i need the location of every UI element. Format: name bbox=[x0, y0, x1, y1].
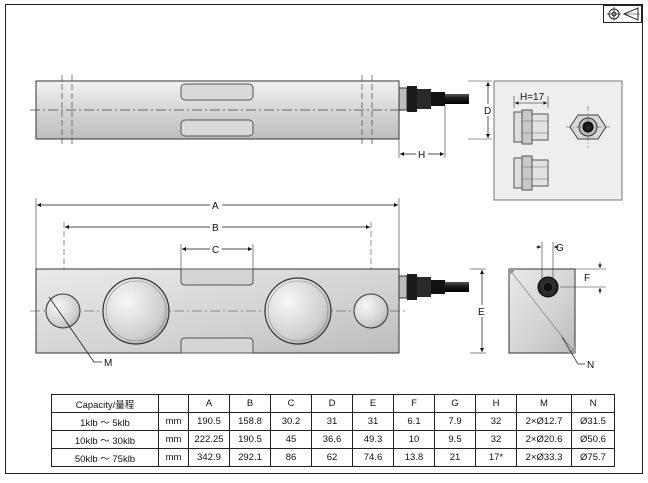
dimension-table: Capacity/量程 A B C D E F G H M N 1klb ～ 5… bbox=[51, 394, 615, 467]
header-unit bbox=[158, 394, 189, 413]
cell-b: 158.8 bbox=[229, 412, 271, 431]
dim-label-b: B bbox=[212, 223, 219, 234]
cell-capacity: 1klb ～ 5klb bbox=[51, 412, 159, 431]
cell-capacity: 10klb ～ 30klb bbox=[51, 430, 159, 449]
front-view-cable-gland bbox=[398, 274, 469, 300]
cell-c: 30.2 bbox=[270, 412, 312, 431]
cell-d: 62 bbox=[311, 448, 353, 467]
table-header-row: Capacity/量程 A B C D E F G H M N bbox=[51, 394, 615, 413]
top-view-slot-upper bbox=[180, 83, 254, 101]
dim-label-n: N bbox=[587, 360, 594, 371]
header-m: M bbox=[516, 394, 572, 413]
cell-n: Ø75.7 bbox=[571, 448, 615, 467]
header-b: B bbox=[229, 394, 271, 413]
cell-m: 2×Ø33.3 bbox=[516, 448, 572, 467]
header-n: N bbox=[571, 394, 615, 413]
projection-symbol-icon bbox=[603, 5, 642, 23]
cell-h: 32 bbox=[475, 412, 517, 431]
cell-f: 13.8 bbox=[393, 448, 435, 467]
cell-g: 7.9 bbox=[434, 412, 476, 431]
cell-c: 86 bbox=[270, 448, 312, 467]
cell-m: 2×Ø20.6 bbox=[516, 430, 572, 449]
cell-h: 17* bbox=[475, 448, 517, 467]
cell-capacity: 50klb ～ 75klb bbox=[51, 448, 159, 467]
mounting-hole-left bbox=[45, 293, 81, 329]
cell-e: 31 bbox=[352, 412, 394, 431]
strain-disc-left bbox=[102, 277, 170, 345]
cell-a: 190.5 bbox=[188, 412, 230, 431]
inset-gland-end-view bbox=[566, 106, 610, 148]
strain-disc-right bbox=[264, 277, 332, 345]
header-f: F bbox=[393, 394, 435, 413]
cell-b: 292.1 bbox=[229, 448, 271, 467]
cell-f: 10 bbox=[393, 430, 435, 449]
front-view-slot-bottom bbox=[180, 337, 254, 354]
cell-c: 45 bbox=[270, 430, 312, 449]
dim-label-c: C bbox=[212, 245, 219, 256]
cell-a: 222.25 bbox=[188, 430, 230, 449]
header-d: D bbox=[311, 394, 353, 413]
cell-h: 32 bbox=[475, 430, 517, 449]
cell-unit: mm bbox=[158, 412, 189, 431]
table-row: 50klb ～ 75klb mm 342.9 292.1 86 62 74.6 … bbox=[51, 448, 615, 467]
sheet-border bbox=[5, 4, 643, 474]
dim-label-m: M bbox=[104, 358, 112, 369]
dim-label-f: F bbox=[584, 273, 590, 284]
table-row: 10klb ～ 30klb mm 222.25 190.5 45 36.6 49… bbox=[51, 430, 615, 449]
end-view: G F N bbox=[508, 242, 606, 371]
cell-g: 21 bbox=[434, 448, 476, 467]
cell-d: 36.6 bbox=[311, 430, 353, 449]
dim-label-e: E bbox=[478, 307, 485, 318]
cell-e: 74.6 bbox=[352, 448, 394, 467]
top-view-slot-lower bbox=[180, 119, 254, 137]
dim-label-g: G bbox=[556, 243, 564, 254]
inset-h-label: H=17 bbox=[520, 92, 545, 103]
cell-d: 31 bbox=[311, 412, 353, 431]
inset-gland-side-1 bbox=[513, 109, 549, 145]
header-g: G bbox=[434, 394, 476, 413]
top-view-cable-gland bbox=[398, 86, 469, 112]
header-a: A bbox=[188, 394, 230, 413]
mounting-hole-right bbox=[353, 293, 389, 329]
cell-unit: mm bbox=[158, 430, 189, 449]
header-capacity: Capacity/量程 bbox=[51, 394, 159, 413]
cell-n: Ø50.6 bbox=[571, 430, 615, 449]
front-view: A B C bbox=[30, 198, 488, 369]
cell-e: 49.3 bbox=[352, 430, 394, 449]
cell-g: 9.5 bbox=[434, 430, 476, 449]
dim-label-d: D bbox=[484, 106, 491, 117]
cell-b: 190.5 bbox=[229, 430, 271, 449]
dim-label-h: H bbox=[418, 150, 425, 161]
cell-m: 2×Ø12.7 bbox=[516, 412, 572, 431]
header-e: E bbox=[352, 394, 394, 413]
cell-unit: mm bbox=[158, 448, 189, 467]
top-view: D H bbox=[30, 75, 494, 161]
header-h: H bbox=[475, 394, 517, 413]
cell-a: 342.9 bbox=[188, 448, 230, 467]
dim-label-a: A bbox=[212, 201, 219, 212]
cable-gland-inset: H=17 bbox=[493, 80, 623, 201]
front-view-slot-top bbox=[180, 268, 254, 286]
header-c: C bbox=[270, 394, 312, 413]
inset-panel bbox=[493, 80, 623, 201]
table-row: 1klb ～ 5klb mm 190.5 158.8 30.2 31 31 6.… bbox=[51, 412, 615, 431]
cell-n: Ø31.5 bbox=[571, 412, 615, 431]
cell-f: 6.1 bbox=[393, 412, 435, 431]
inset-gland-side-2 bbox=[513, 155, 549, 191]
